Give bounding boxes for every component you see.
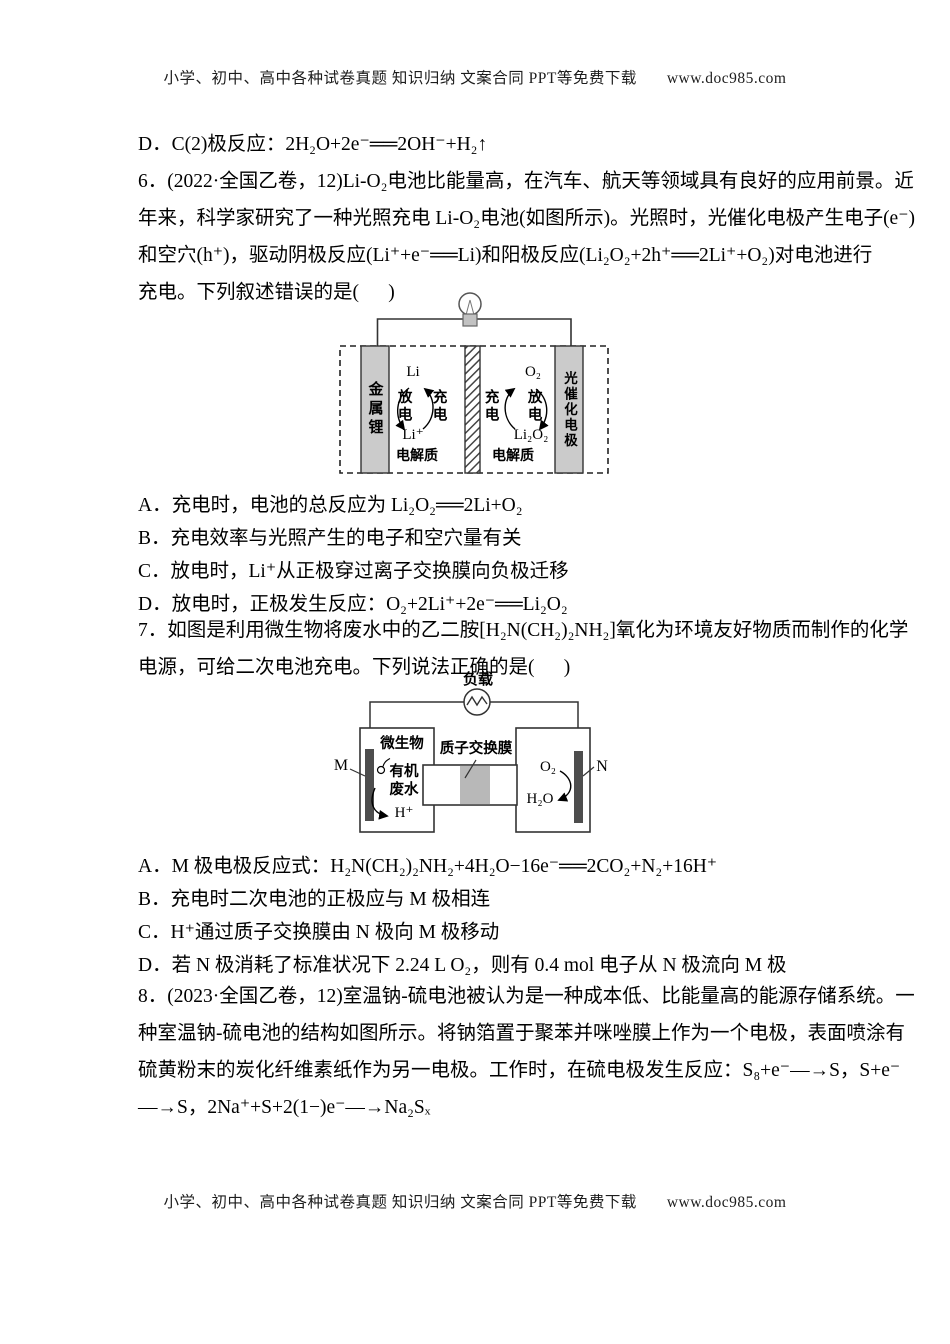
h-ion-label: H⁺ xyxy=(394,805,414,821)
electrolyte-left-label: 电解质 xyxy=(396,449,438,464)
li-ion-label: Li⁺ xyxy=(402,427,424,443)
electrolyte-right-label: 电解质 xyxy=(492,449,534,464)
load-label: 负载 xyxy=(462,672,493,688)
question-6-options: A．充电时，电池的总反应为 Li₂O₂══2Li+O₂ B．充电效率与光照产生的… xyxy=(138,489,852,621)
h2o-label: H₂O xyxy=(526,791,554,807)
header-text: 小学、初中、高中各种试卷真题 知识归纳 文案合同 PPT等免费下载 xyxy=(163,70,637,87)
question-7-stem: 7．如图是利用微生物将废水中的乙二胺[H₂N(CH₂)₂NH₂]氧化为环境友好物… xyxy=(138,612,909,686)
q6-line-4: 充电。下列叙述错误的是( ) xyxy=(138,282,395,303)
lithium-electrode-label: 金属锂 xyxy=(366,381,383,438)
h-ion-arrow xyxy=(371,787,389,820)
charge-right-label: 充电 xyxy=(482,389,499,424)
microbe-icon xyxy=(376,765,386,775)
q7-line-2: 电源，可给二次电池充电。下列说法正确的是( ) xyxy=(138,657,571,678)
microbe-flagellum xyxy=(382,758,391,767)
q7-option-a: A．M 极电极反应式：H₂N(CH₂)₂NH₂+4H₂O−16e⁻══2CO₂+… xyxy=(138,856,718,877)
page-header: 小学、初中、高中各种试卷真题 知识归纳 文案合同 PPT等免费下载 www.doc… xyxy=(0,66,950,88)
organic-wastewater-label-1: 有机 xyxy=(389,764,419,780)
prev-option-d: D．C(2)极反应：2H₂O+2e⁻══2OH⁻+H₂↑ xyxy=(138,134,488,155)
photocatalytic-electrode xyxy=(554,345,584,474)
footer-text: 小学、初中、高中各种试卷真题 知识归纳 文案合同 PPT等免费下载 xyxy=(163,1194,637,1211)
discharge-arrow-right xyxy=(535,388,549,431)
q7-option-d: D．若 N 极消耗了标准状况下 2.24 L O₂，则有 0.4 mol 电子从… xyxy=(138,955,787,976)
q7-option-c: C．H⁺通过质子交换膜由 N 极向 M 极移动 xyxy=(138,922,500,943)
n-pointer-line xyxy=(582,766,595,777)
q6-option-b: B．充电效率与光照产生的电子和空穴量有关 xyxy=(138,528,522,549)
li2o2-label: Li₂O₂ xyxy=(513,427,549,443)
charge-arrow-right xyxy=(504,387,516,430)
q8-line-2: 种室温钠-硫电池的结构如图所示。将钠箔置于聚苯并咪唑膜上作为一个电极，表面喷涂有 xyxy=(138,1023,905,1044)
q6-option-c: C．放电时，Li⁺从正极穿过离子交换膜向负极迁移 xyxy=(138,561,569,582)
li-o2-battery-figure xyxy=(339,292,609,474)
discharge-right-label: 放电 xyxy=(525,389,542,424)
li-o2-battery-diagram: 金属锂 光催化电极 Li Li⁺ O₂ Li₂O₂ 放电 充电 充电 放电 电解… xyxy=(338,288,618,483)
q6-option-d: D．放电时，正极发生反应：O₂+2Li⁺+2e⁻══Li₂O₂ xyxy=(138,594,568,615)
charge-left-label: 充电 xyxy=(430,389,447,424)
question-8-stem: 8．(2023·全国乙卷，12)室温钠-硫电池被认为是一种成本低、比能量高的能源… xyxy=(138,978,915,1126)
header-url: www.doc985.com xyxy=(666,70,787,87)
discharge-left-label: 放电 xyxy=(395,389,412,424)
o2-label: O₂ xyxy=(524,364,542,380)
electrode-m-label: M xyxy=(333,757,349,774)
q8-line-4: —→S，2Na⁺+S+2(1−)e⁻—→Na₂Sₓ xyxy=(138,1097,431,1118)
page-footer: 小学、初中、高中各种试卷真题 知识归纳 文案合同 PPT等免费下载 www.doc… xyxy=(0,1190,950,1212)
charge-arrow-left xyxy=(422,387,435,430)
question-6-stem: 6．(2022·全国乙卷，12)Li-O₂电池比能量高，在汽车、航天等领域具有良… xyxy=(138,163,916,311)
q7-line-1: 7．如图是利用微生物将废水中的乙二胺[H₂N(CH₂)₂NH₂]氧化为环境友好物… xyxy=(138,620,909,641)
load-wave xyxy=(466,695,488,707)
o2-label: O₂ xyxy=(539,759,557,775)
q6-line-1: 6．(2022·全国乙卷，12)Li-O₂电池比能量高，在汽车、航天等领域具有良… xyxy=(138,171,914,192)
m-pointer-line xyxy=(349,768,366,777)
proton-exchange-membrane xyxy=(460,765,490,805)
question-7-options: A．M 极电极反应式：H₂N(CH₂)₂NH₂+4H₂O−16e⁻══2CO₂+… xyxy=(138,850,852,982)
photocatalytic-electrode-label: 光催化电极 xyxy=(562,370,577,449)
q7-option-b: B．充电时二次电池的正极应与 M 极相连 xyxy=(138,889,491,910)
electrode-m xyxy=(365,749,374,821)
li-label: Li xyxy=(406,364,420,380)
q8-line-1: 8．(2023·全国乙卷，12)室温钠-硫电池被认为是一种成本低、比能量高的能源… xyxy=(138,986,915,1007)
organic-wastewater-label-2: 废水 xyxy=(389,782,419,798)
microbe-label: 微生物 xyxy=(380,736,424,752)
discharge-arrow-left xyxy=(395,387,410,431)
q8-line-3: 硫黄粉末的炭化纤维素纸作为另一电极。工作时，在硫电极发生反应：S₈+e⁻—→S，… xyxy=(138,1060,901,1081)
microbial-fuel-cell-diagram: 负载 M N 微生物 有机 废水 H⁺ 质子交换膜 O₂ H₂O xyxy=(330,672,630,847)
q6-option-a: A．充电时，电池的总反应为 Li₂O₂══2Li+O₂ xyxy=(138,495,523,516)
membrane-pointer-line xyxy=(464,759,477,779)
q6-line-3: 和空穴(h⁺)，驱动阴极反应(Li⁺+e⁻══Li)和阳极反应(Li₂O₂+2h… xyxy=(138,245,873,266)
lithium-electrode xyxy=(360,345,390,474)
bulb-base xyxy=(462,313,478,327)
light-bulb-icon xyxy=(458,292,482,316)
electrode-n-label: N xyxy=(596,758,608,775)
footer-url: www.doc985.com xyxy=(666,1194,787,1211)
separator-membrane xyxy=(464,345,481,474)
microbial-fuel-cell-figure xyxy=(349,688,595,833)
q6-line-2: 年来，科学家研究了一种光照充电 Li-O₂电池(如图所示)。光照时，光催化电极产… xyxy=(138,208,916,229)
prev-question-option-d-row: D．C(2)极反应：2H₂O+2e⁻══2OH⁻+H₂↑ xyxy=(138,128,852,161)
membrane-label: 质子交换膜 xyxy=(439,741,513,757)
electrode-n xyxy=(574,751,583,823)
load-icon xyxy=(463,688,491,716)
bulb-filament xyxy=(465,299,475,316)
o2-to-h2o-arrow xyxy=(557,770,572,802)
